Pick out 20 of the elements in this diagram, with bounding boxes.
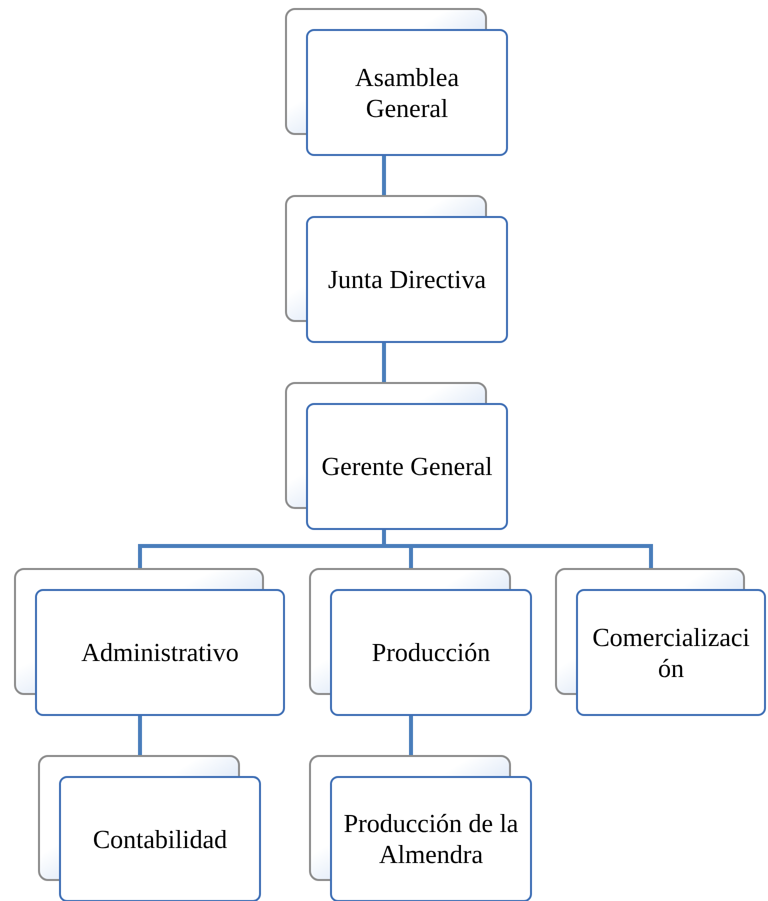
- org-chart-box: [285, 382, 508, 530]
- org-chart-box: [285, 8, 508, 156]
- connector-line: [382, 156, 386, 195]
- connector-line: [382, 343, 386, 382]
- connector-line: [409, 716, 413, 755]
- box-label: Junta Directiva: [326, 264, 488, 295]
- org-chart-box: [38, 755, 261, 901]
- box-label: Comercialización: [591, 622, 751, 684]
- org-chart-box: [309, 568, 532, 716]
- box-label: Gerente General: [320, 451, 494, 482]
- org-chart-box: [14, 568, 285, 716]
- org-chart-box: [309, 755, 532, 901]
- box-label: Producción de la Almendra: [342, 808, 520, 870]
- box-label: Administrativo: [80, 637, 240, 668]
- connector-line: [138, 716, 142, 755]
- box-label: Contabilidad: [92, 824, 228, 854]
- box-label: Asamblea General: [354, 62, 460, 124]
- org-chart-box: [285, 195, 508, 343]
- box-label: Producción: [370, 637, 492, 668]
- org-chart-box: [555, 568, 766, 716]
